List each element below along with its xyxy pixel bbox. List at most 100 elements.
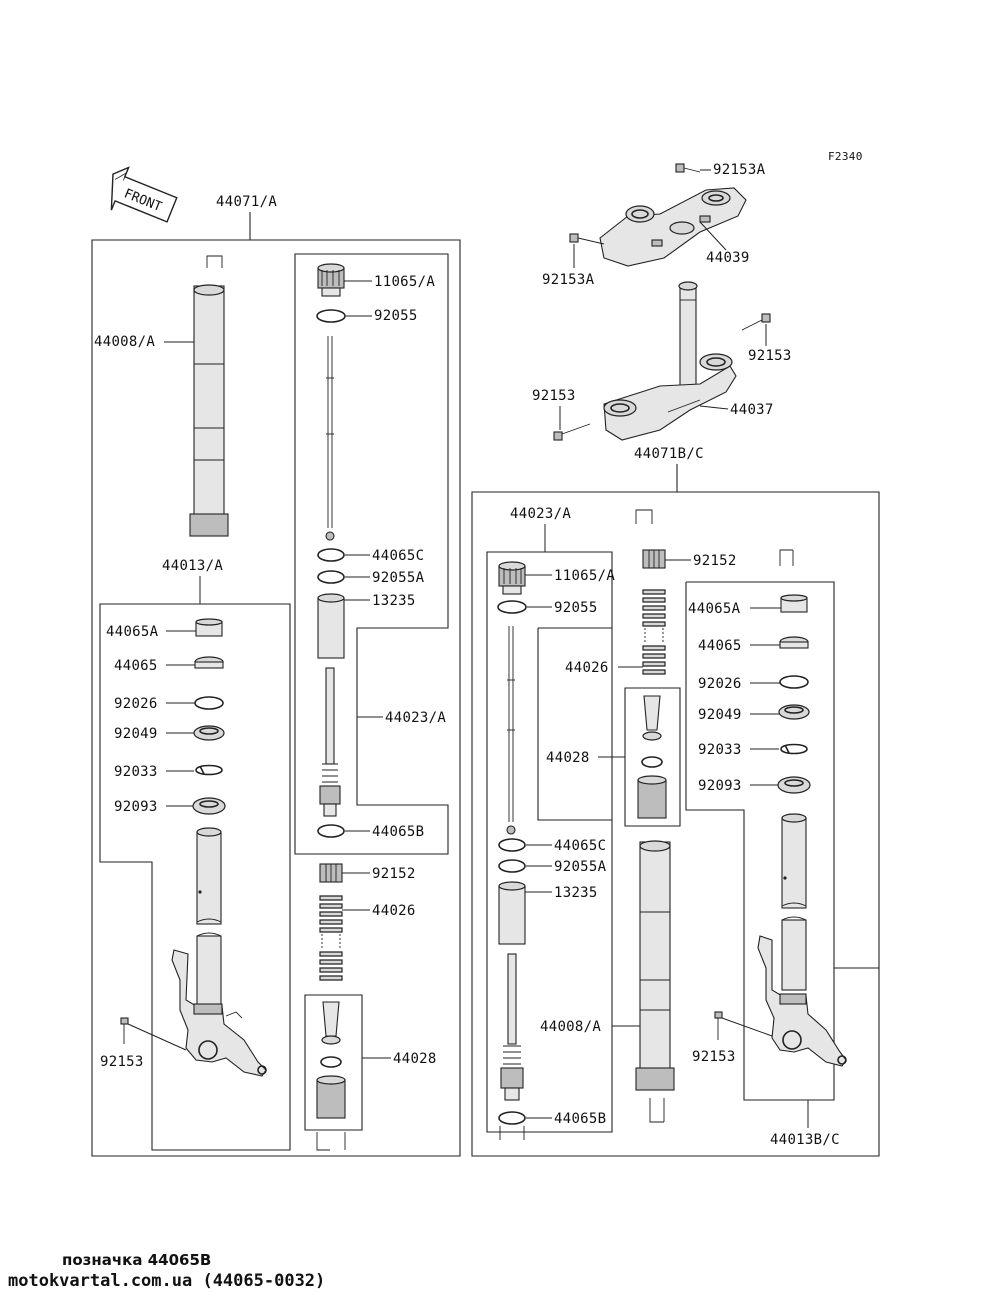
label-92026-left: 92026 <box>114 696 158 712</box>
bracket-44065b-right <box>499 1126 525 1140</box>
footer-caption: позначка 44065B <box>62 1251 212 1269</box>
washer-92026-right <box>779 675 809 689</box>
label-44065-left: 44065 <box>114 658 158 674</box>
bolt-92153a-top <box>675 163 701 173</box>
dust-seal-92093-right <box>777 776 811 794</box>
label-44039: 44039 <box>706 250 750 266</box>
damper-rod-right <box>506 626 516 835</box>
cartridge-right <box>500 953 524 1101</box>
fork-cap-right <box>498 561 526 595</box>
axle-bracket-left <box>171 949 267 1077</box>
footer-watermark: motokvartal.com.ua (44065-0032) <box>8 1271 326 1291</box>
label-44013-a-left: 44013/A <box>162 558 223 574</box>
label-92055-right: 92055 <box>554 600 598 616</box>
label-92033-left: 92033 <box>114 764 158 780</box>
bolt-92153-left <box>120 1017 129 1044</box>
label-44037: 44037 <box>730 402 774 418</box>
label-92055a-right: 92055A <box>554 859 607 875</box>
bush-44065a-left <box>195 618 223 637</box>
frame-44028-right <box>624 687 681 827</box>
oring-92055a-right <box>498 859 526 873</box>
label-44071b-c: 44071B/C <box>634 446 704 462</box>
washer-92026-left <box>194 696 224 710</box>
label-44065-right: 44065 <box>698 638 742 654</box>
bracket-44028-left <box>316 1132 346 1151</box>
spring-44026-left <box>319 895 343 981</box>
frame-bottom-right <box>685 581 879 1101</box>
label-44008-a-left: 44008/A <box>94 334 155 350</box>
leader-92153-right <box>721 1017 773 1037</box>
bracket-92152-right <box>635 509 653 524</box>
steering-stem-44037 <box>603 281 737 441</box>
label-11065-a-left: 11065/A <box>374 274 435 290</box>
spacer-set-44028-right <box>637 695 667 819</box>
oil-seal-92049-right <box>778 704 810 720</box>
label-92093-left: 92093 <box>114 799 158 815</box>
label-92153-right: 92153 <box>692 1049 736 1065</box>
ring-44065c-right <box>498 838 526 852</box>
oring-92055a-left <box>317 570 345 584</box>
leader-44039 <box>699 221 727 251</box>
fork-cap-left <box>317 263 345 297</box>
figure-code: F2340 <box>828 150 863 163</box>
label-44071-a: 44071/A <box>216 194 277 210</box>
leader-92153-left <box>127 1023 187 1051</box>
ring-44065c-left <box>317 548 345 562</box>
label-92152-right: 92152 <box>693 553 737 569</box>
label-44065b-left: 44065B <box>372 824 424 840</box>
frame-cartridge-right-inner <box>537 627 612 821</box>
label-44008-a-right: 44008/A <box>540 1019 601 1035</box>
leader-44037 <box>699 405 729 410</box>
label-44028-left: 44028 <box>393 1051 437 1067</box>
dust-seal-92093-left <box>192 797 226 815</box>
label-92049-right: 92049 <box>698 707 742 723</box>
bush-44065a-right <box>780 594 808 613</box>
label-44023-a-right: 44023/A <box>510 506 571 522</box>
label-44026-right: 44026 <box>565 660 609 676</box>
axle-bracket-right <box>757 935 847 1067</box>
outer-tube-left <box>189 255 229 537</box>
label-92153-stem-left: 92153 <box>532 388 576 404</box>
label-44065b-right: 44065B <box>554 1111 606 1127</box>
bush-44065-right <box>779 636 809 649</box>
outer-tube-right <box>635 840 675 1123</box>
damper-rod-left <box>325 336 335 541</box>
label-92026-right: 92026 <box>698 676 742 692</box>
sleeve-13235-right <box>498 881 526 945</box>
label-44065c-left: 44065C <box>372 548 424 564</box>
label-92033-right: 92033 <box>698 742 742 758</box>
label-44013b-c: 44013B/C <box>770 1132 840 1148</box>
label-13235-right: 13235 <box>554 885 598 901</box>
bolt-92153a-side <box>569 233 605 245</box>
oring-92055-left <box>316 309 346 323</box>
frame-cartridge-right-outer <box>486 551 613 1133</box>
frame-44028-left <box>304 994 363 1131</box>
ring-44065b-left <box>317 824 345 838</box>
oring-92055-right <box>497 600 527 614</box>
sleeve-13235-left <box>317 593 345 659</box>
label-92055a-left: 92055A <box>372 570 425 586</box>
label-92153a-side: 92153A <box>542 272 595 288</box>
frame-left-assembly <box>91 239 461 1157</box>
spring-44026-right <box>642 589 666 675</box>
bolt-92153-stem-right <box>741 313 771 331</box>
bolt-92153-stem-left <box>553 423 591 441</box>
label-92152-left: 92152 <box>372 866 416 882</box>
frame-right-assembly <box>471 491 880 1157</box>
label-11065-a-right: 11065/A <box>554 568 615 584</box>
label-92049-left: 92049 <box>114 726 158 742</box>
nut-92152-right <box>642 549 666 569</box>
oil-seal-92049-left <box>193 725 225 741</box>
label-44026-left: 44026 <box>372 903 416 919</box>
clip-92033-right <box>780 743 808 755</box>
label-44065c-right: 44065C <box>554 838 606 854</box>
nut-92152-left <box>319 863 343 883</box>
frame-bottom-left <box>99 603 291 1151</box>
label-92153-stem-right: 92153 <box>748 348 792 364</box>
cartridge-left <box>319 667 341 817</box>
label-44065a-right: 44065A <box>688 601 741 617</box>
bush-44065-left <box>194 656 224 669</box>
inner-tube-right <box>781 813 807 991</box>
label-92153-left: 92153 <box>100 1054 144 1070</box>
